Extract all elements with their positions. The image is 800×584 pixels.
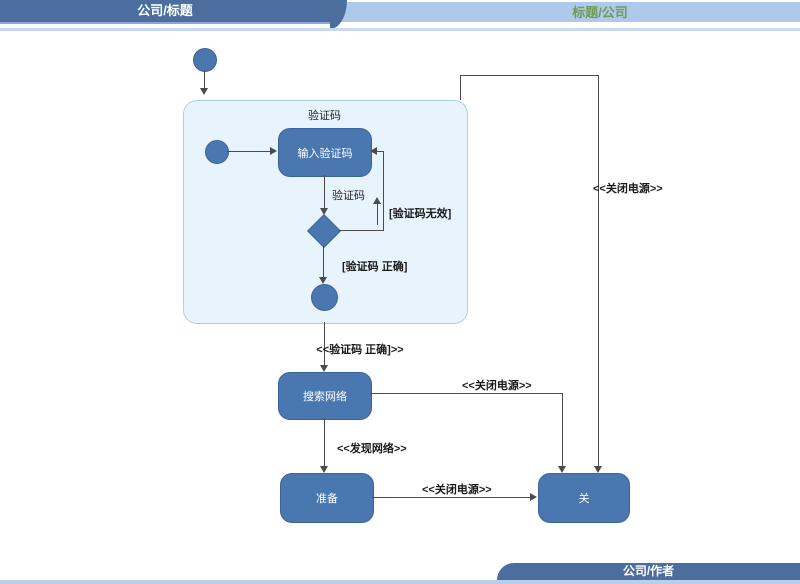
- company-author-label: 公司/作者: [622, 564, 675, 578]
- edge-poweroff-top-hline: [460, 75, 598, 76]
- edge-invalid-direction-line: [377, 204, 378, 225]
- state-search-network[interactable]: 搜索网络: [278, 372, 372, 420]
- edge-poweroff-bottom-line: [372, 497, 530, 498]
- footer-banner: [497, 563, 800, 580]
- edge-valid-out-line: [324, 322, 325, 365]
- state-prepare-label: 准备: [316, 493, 338, 505]
- edge-poweroff-top-vline-start: [460, 75, 461, 100]
- final-state[interactable]: [311, 284, 338, 311]
- edge-code-arrowhead: [320, 208, 328, 215]
- inner-initial-state[interactable]: [205, 140, 229, 164]
- footer-strip: [0, 580, 800, 584]
- edge-invalid-line-vertical: [383, 151, 384, 231]
- company-title-label: 公司/标题: [137, 3, 193, 18]
- edge-label-poweroff-top: <<关闭电源>>: [593, 183, 663, 195]
- edge-initial-line: [204, 70, 205, 88]
- title-company-label: 标题/公司: [572, 5, 628, 20]
- edge-poweroff-bottom-arrowhead: [530, 493, 537, 501]
- state-input-code[interactable]: 输入验证码: [278, 128, 372, 177]
- edge-network-found-arrowhead: [320, 466, 328, 473]
- initial-state[interactable]: [193, 48, 217, 72]
- edge-label-valid: [验证码 正确]: [342, 261, 408, 273]
- state-input-code-label: 输入验证码: [297, 147, 353, 160]
- header-banner-dark: [0, 0, 330, 24]
- edge-label-invalid: [验证码无效]: [389, 208, 452, 220]
- state-search-network-label: 搜索网络: [303, 391, 347, 403]
- header-rule: [0, 28, 800, 31]
- edge-label-valid-out: <<验证码 正确]>>: [316, 344, 404, 356]
- edge-label-poweroff-bottom: <<关闭电源>>: [422, 484, 492, 496]
- edge-label-poweroff-mid: <<关闭电源>>: [462, 380, 532, 392]
- edge-network-found-line: [324, 418, 325, 466]
- edge-poweroff-mid-arrowhead: [558, 466, 566, 473]
- edge-invalid-line-bottom: [339, 230, 383, 231]
- edge-valid-arrowhead: [319, 277, 327, 284]
- header-banner-swoosh: [330, 0, 347, 29]
- edge-invalid-direction-arrowhead: [373, 197, 381, 204]
- edge-poweroff-mid-vline: [562, 393, 563, 466]
- edge-valid-line: [323, 246, 324, 277]
- edge-valid-out-arrowhead: [320, 365, 328, 372]
- composite-state-title: 验证码: [308, 110, 341, 122]
- edge-label-code: 验证码: [332, 190, 365, 202]
- edge-poweroff-top-arrowhead: [594, 466, 602, 473]
- edge-invalid-line-top: [377, 151, 383, 152]
- edge-label-network-found: <<发现网络>>: [337, 443, 407, 455]
- edge-code-line: [324, 175, 325, 208]
- edge-poweroff-top-vline: [598, 75, 599, 466]
- state-prepare[interactable]: 准备: [280, 473, 374, 523]
- edge-invalid-arrowhead: [370, 147, 377, 155]
- state-power-off-label: 关: [578, 493, 590, 505]
- edge-inner-initial-arrowhead: [270, 147, 277, 155]
- edge-initial-arrowhead: [200, 88, 208, 95]
- edge-inner-initial-line: [227, 151, 270, 152]
- edge-poweroff-mid-hline: [370, 393, 562, 394]
- state-power-off[interactable]: 关: [538, 473, 630, 523]
